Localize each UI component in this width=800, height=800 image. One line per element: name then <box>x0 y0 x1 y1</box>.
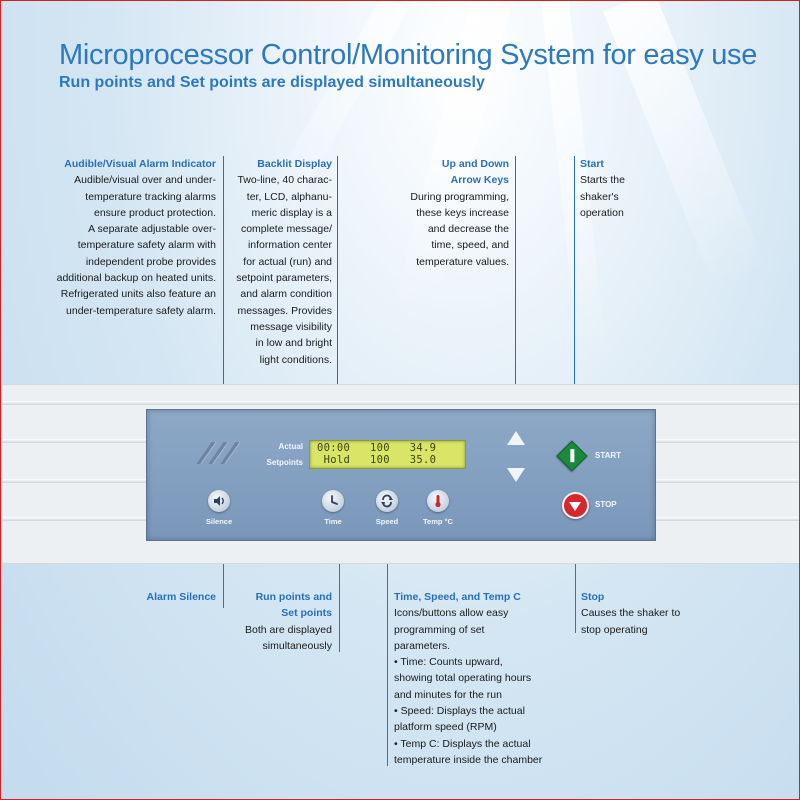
callout-line: light conditions. <box>259 353 332 366</box>
leader-line <box>574 156 575 446</box>
callout-line: Both are displayed <box>245 623 332 636</box>
callout-title: Run points and <box>255 591 332 603</box>
up-arrow-key[interactable] <box>507 431 525 445</box>
callout-line: shaker's <box>580 190 619 203</box>
callout-title: Stop <box>581 591 605 603</box>
time-label: Time <box>324 517 342 526</box>
callout-line: information center <box>247 239 332 252</box>
clock-icon <box>331 495 338 505</box>
speed-button[interactable] <box>376 490 398 512</box>
callout-line: in low and bright <box>255 337 332 350</box>
rotate-icon <box>381 494 393 508</box>
callout-title: Audible/Visual Alarm Indicator <box>64 158 216 170</box>
start-label: START <box>595 451 622 460</box>
callout-line: platform speed (RPM) <box>394 721 497 734</box>
callout-line: under-temperature safety alarm. <box>66 304 216 317</box>
callout-line: Icons/buttons allow easy <box>394 607 509 620</box>
control-panel <box>146 409 656 541</box>
callout-title: Start <box>580 158 604 170</box>
callout-alarm-indicator: Audible/Visual Alarm Indicator Audible/v… <box>21 156 216 319</box>
callout-line: setpoint parameters, <box>236 272 332 285</box>
callout-line: independent probe provides <box>85 255 216 268</box>
callout-title: Time, Speed, and Temp C <box>394 591 521 603</box>
stop-button[interactable] <box>562 492 589 519</box>
callout-line: temperature values. <box>416 255 509 268</box>
lcd-line-actual: 00:00 100 34.9 <box>317 442 437 454</box>
callout-arrow-keys: Up and Down Arrow Keys During programmin… <box>396 156 509 270</box>
callout-line: • Speed: Displays the actual <box>394 705 525 718</box>
callout-alarm-silence: Alarm Silence <box>101 589 216 605</box>
callout-line: Refrigerated units also feature an <box>60 288 216 301</box>
page-subtitle: Run points and Set points are displayed … <box>59 74 485 91</box>
silence-button[interactable] <box>208 490 230 512</box>
callout-line: parameters. <box>394 639 451 652</box>
callout-start: Start Starts the shaker's operation <box>580 156 690 221</box>
callout-line: messages. Provides <box>237 304 332 317</box>
callout-line: these keys increase <box>416 206 509 219</box>
leader-line <box>387 521 388 766</box>
callout-line: Starts the <box>580 174 625 187</box>
callout-line: simultaneously <box>262 639 332 652</box>
callout-line: message visibility <box>250 320 332 333</box>
callout-line: stop operating <box>581 623 648 636</box>
start-icon <box>570 449 575 463</box>
callout-time-speed-temp: Time, Speed, and Temp C Icons/buttons al… <box>394 589 564 768</box>
callout-line: temperature safety alarm with <box>77 239 216 252</box>
silence-label: Silence <box>205 517 233 526</box>
callout-line: complete message/ <box>240 223 332 236</box>
setpoints-label: Setpoints <box>266 458 303 467</box>
callout-line: Two-line, 40 charac- <box>237 174 332 187</box>
temp-button[interactable] <box>427 490 449 512</box>
thermometer-icon <box>435 495 441 508</box>
callout-line: and alarm condition <box>240 288 332 301</box>
page-title: Microprocessor Control/Monitoring System… <box>59 39 758 71</box>
callout-line: A separate adjustable over- <box>88 223 216 236</box>
callout-line: Causes the shaker to <box>581 607 681 620</box>
callout-line: During programming, <box>410 190 509 203</box>
callout-backlit-display: Backlit Display Two-line, 40 charac- ter… <box>227 156 332 368</box>
callout-line: operation <box>580 206 624 219</box>
leader-line <box>575 515 576 633</box>
callout-line: • Time: Counts upward, <box>394 656 503 669</box>
callout-title: Arrow Keys <box>450 174 509 187</box>
callout-line: ensure product protection. <box>94 206 216 219</box>
callout-line: and minutes for the run <box>394 688 502 701</box>
callout-title: Set points <box>281 607 332 620</box>
callout-line: temperature inside the chamber <box>394 753 543 766</box>
temp-label: Temp °C <box>423 517 453 526</box>
callout-line: programming of set <box>394 623 485 636</box>
callout-line: • Temp C: Displays the actual <box>394 737 531 750</box>
leader-line <box>223 156 224 438</box>
stop-icon <box>569 502 581 511</box>
callout-line: for actual (run) and <box>243 255 332 268</box>
callout-title: Alarm Silence <box>146 591 216 603</box>
lcd-line-setpoints: Hold 100 35.0 <box>317 454 437 466</box>
callout-run-set-points: Run points and Set points Both are displ… <box>229 589 332 654</box>
callout-line: temperature tracking alarms <box>85 190 216 203</box>
callout-line: showing total operating hours <box>394 672 532 685</box>
callout-line: time, speed, and <box>431 239 509 252</box>
lcd-display: 00:00 100 34.9 Hold 100 35.0 <box>309 440 466 469</box>
callout-line: and decrease the <box>427 223 509 236</box>
leader-line <box>337 156 338 441</box>
panel-ridge <box>2 401 799 405</box>
callout-title: Up and Down <box>441 158 509 170</box>
actual-label: Actual <box>278 442 303 451</box>
leader-line <box>515 156 516 431</box>
callout-title: Backlit Display <box>257 158 332 170</box>
callout-line: additional backup on heated units. <box>56 272 216 285</box>
speaker-icon <box>214 496 224 506</box>
down-arrow-key[interactable] <box>507 468 525 482</box>
stop-label: STOP <box>595 500 617 509</box>
callout-line: meric display is a <box>251 206 332 219</box>
time-button[interactable] <box>322 490 344 512</box>
callout-line: Audible/visual over and under- <box>74 174 216 187</box>
speed-label: Speed <box>375 517 399 526</box>
callout-stop: Stop Causes the shaker to stop operating <box>581 589 711 638</box>
callout-line: ter, LCD, alphanu- <box>246 190 332 203</box>
